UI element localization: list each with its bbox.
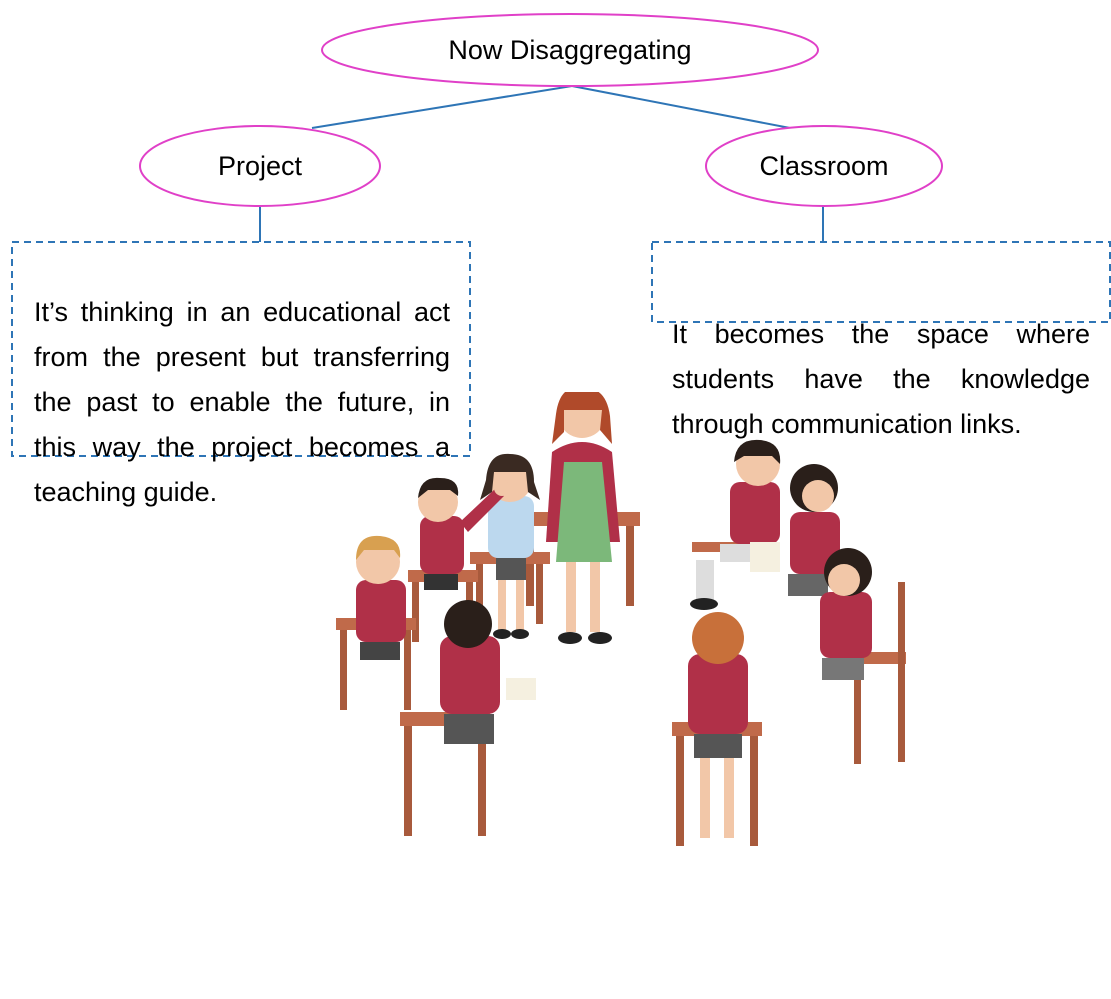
classroom-node-ellipse (705, 125, 943, 207)
connector-root-project (311, 85, 573, 129)
root-node-label: Now Disaggregating (448, 34, 692, 65)
root-node-ellipse (321, 13, 819, 87)
classroom-circle-illustration (336, 392, 906, 846)
project-box-border (11, 241, 471, 457)
student-girl-right (750, 464, 840, 596)
project-description-box: It’s thinking in an educational act from… (34, 290, 450, 515)
project-node-ellipse (139, 125, 381, 207)
project-description: It’s thinking in an educational act from… (34, 297, 450, 507)
student-boy-right (690, 439, 781, 610)
project-node-label: Project (217, 150, 303, 181)
student-boy-glasses (400, 600, 536, 836)
student-girl-back-view (672, 612, 762, 846)
teacher-figure (520, 392, 640, 644)
root-node: Now Disaggregating (322, 14, 818, 86)
student-girl-far-right (820, 548, 906, 764)
classroom-box-border (651, 241, 1111, 323)
classroom-description: It becomes the space where students have… (672, 319, 1090, 439)
classroom-description-box: It becomes the space where students have… (672, 312, 1090, 447)
connector-root-classroom (571, 85, 791, 129)
classroom-node-label: Classroom (759, 150, 889, 181)
student-boy-blonde (336, 535, 416, 710)
project-node: Project (140, 126, 380, 206)
classroom-node: Classroom (706, 126, 942, 206)
